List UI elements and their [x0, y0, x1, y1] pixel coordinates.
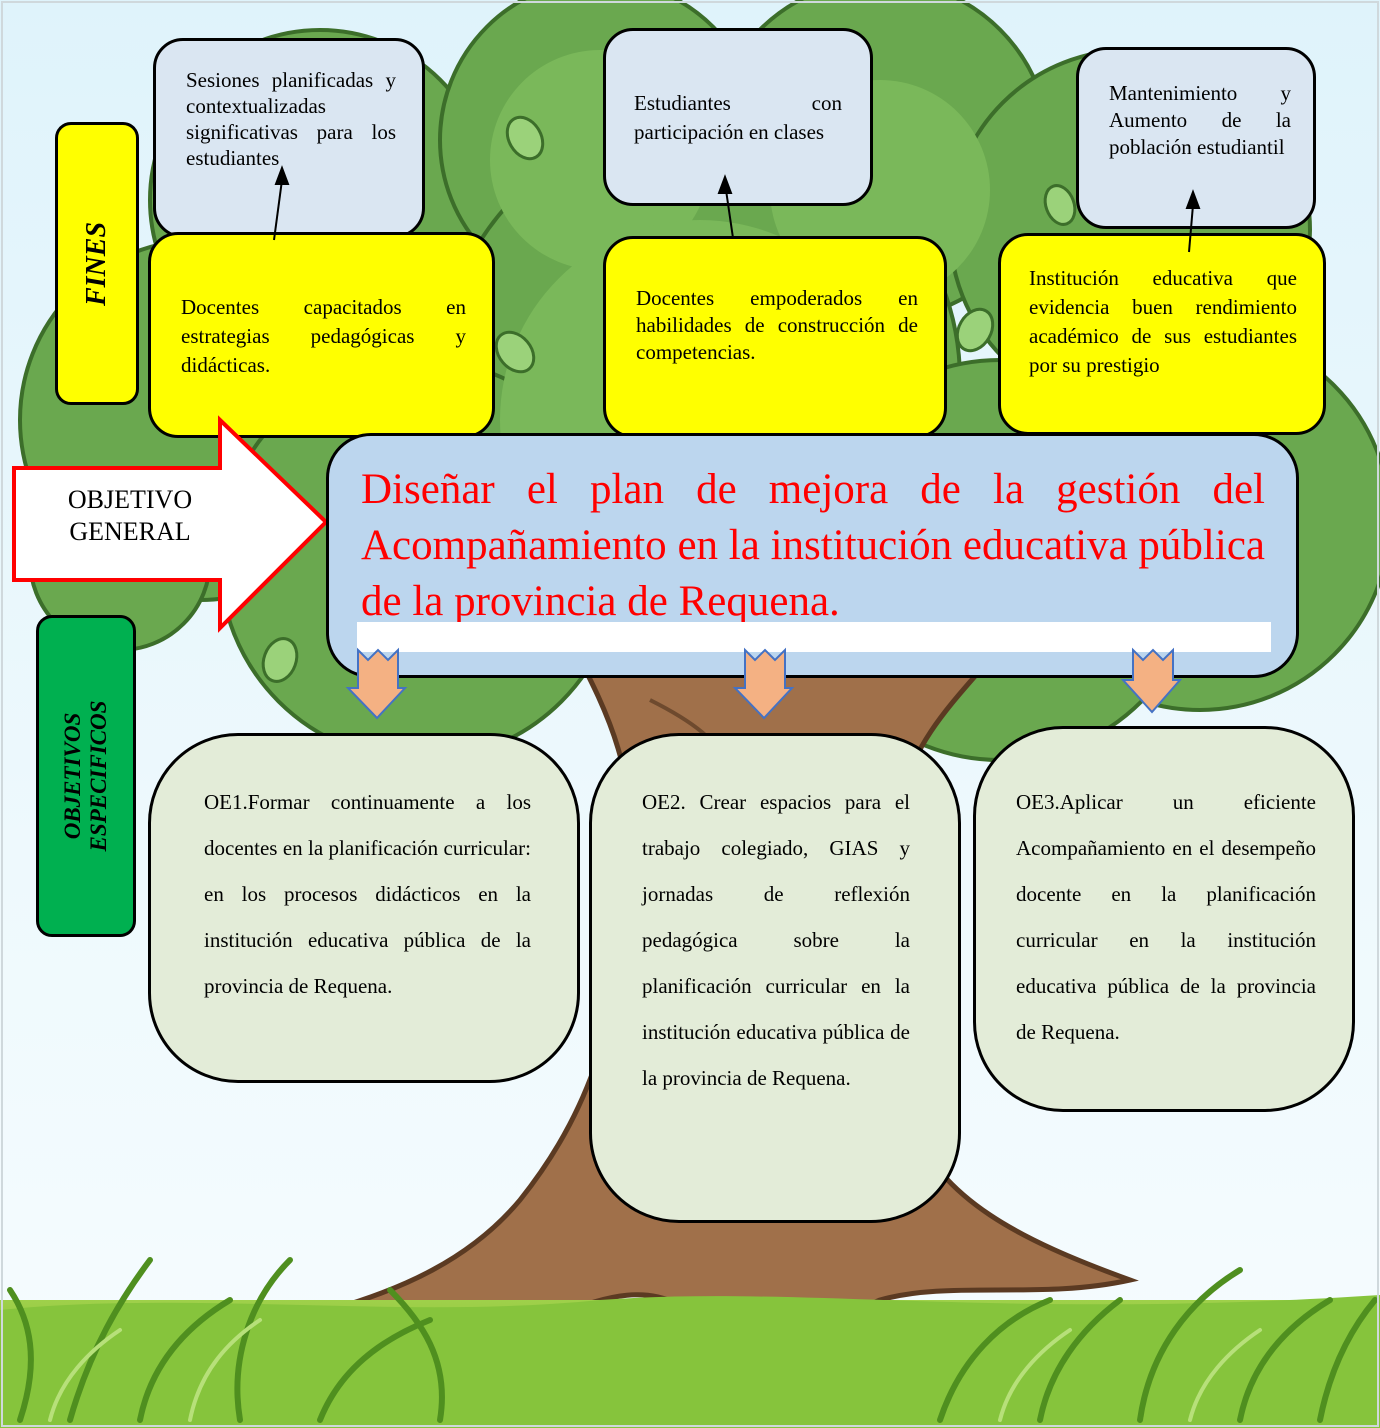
- connector-arrow-1: [273, 179, 283, 241]
- connector-arrowhead-2: [717, 174, 733, 194]
- objetivo-especifico-box-1: OE1.Formar continuamente a los docentes …: [148, 733, 580, 1083]
- connector-arrowhead-3: [1185, 189, 1201, 209]
- white-strip: [357, 622, 1271, 652]
- objetivo-general-text: Diseñar el plan de mejora de la gestión …: [361, 466, 1265, 625]
- fin-text-3: Mantenimiento y Aumento de la población …: [1109, 81, 1291, 159]
- objetivo-especifico-text-1: OE1.Formar continuamente a los docentes …: [204, 790, 531, 998]
- objetivo-general-label: OBJETIVO GENERAL: [67, 485, 193, 546]
- connector-arrow-2: [725, 189, 734, 239]
- objetivos-especificos-label: OBJETIVOS ESPECIFICOS: [36, 615, 136, 937]
- fin-box-3: Mantenimiento y Aumento de la población …: [1076, 47, 1316, 229]
- objetivo-especifico-text-3: OE3.Aplicar un eficiente Acompañamiento …: [1016, 790, 1316, 1044]
- fin-middle-text-3: Institución educativa que evidencia buen…: [1029, 266, 1297, 377]
- down-arrow-2: [732, 647, 795, 720]
- fin-middle-text-2: Docentes empoderados en habilidades de c…: [636, 286, 918, 364]
- fin-middle-text-1: Docentes capacitados en estrategias peda…: [181, 295, 466, 377]
- objetivo-general-arrow: [12, 415, 329, 633]
- fin-box-1: Sesiones planificadas y contextualizadas…: [153, 38, 425, 238]
- objetivo-especifico-box-2: OE2. Crear espacios para el trabajo cole…: [589, 733, 961, 1223]
- objetivo-general-box: Diseñar el plan de mejora de la gestión …: [326, 433, 1299, 678]
- grass: [0, 1257, 1380, 1428]
- objetivo-especifico-box-3: OE3.Aplicar un eficiente Acompañamiento …: [973, 726, 1355, 1112]
- fin-middle-box-1: Docentes capacitados en estrategias peda…: [148, 232, 495, 438]
- fin-middle-box-3: Institución educativa que evidencia buen…: [998, 233, 1326, 435]
- fin-middle-box-2: Docentes empoderados en habilidades de c…: [603, 236, 947, 438]
- fin-box-2: Estudiantes con participación en clases: [603, 28, 873, 206]
- connector-arrow-3: [1188, 204, 1194, 253]
- down-arrow-1: [345, 647, 408, 720]
- down-arrow-3: [1120, 647, 1183, 714]
- fines-label: FINES: [55, 122, 139, 405]
- fin-text-1: Sesiones planificadas y contextualizadas…: [186, 68, 396, 170]
- fin-text-2: Estudiantes con participación en clases: [634, 91, 842, 144]
- connector-arrowhead-1: [274, 165, 290, 185]
- objetivo-especifico-text-2: OE2. Crear espacios para el trabajo cole…: [642, 790, 910, 1090]
